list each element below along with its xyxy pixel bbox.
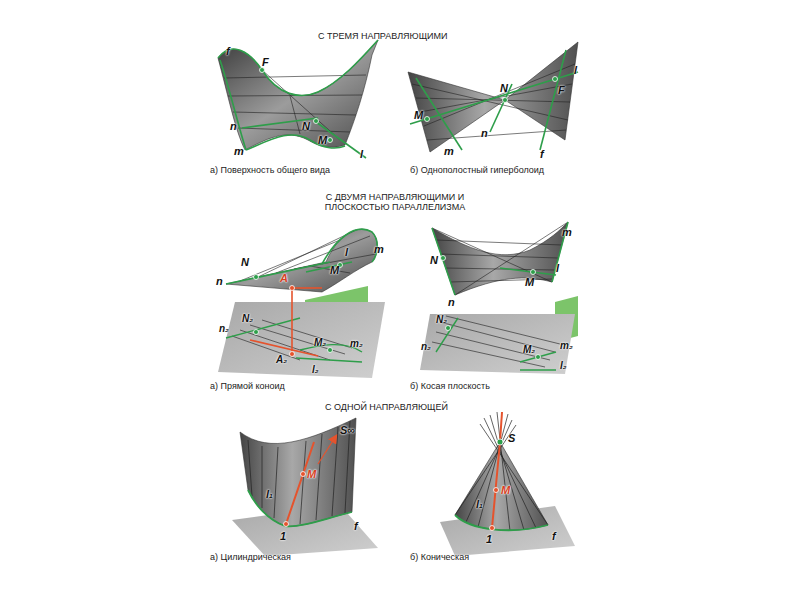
figure-caption: а) Прямой коноид <box>210 382 285 392</box>
projection-label: m₂ <box>560 340 573 351</box>
point-label: M <box>501 484 510 496</box>
point-label: l₁ <box>266 488 273 500</box>
figure-caption: а) Поверхность общего вида <box>210 166 330 176</box>
point-label: F <box>262 56 269 68</box>
point-label: m <box>374 243 384 255</box>
point-label: n <box>230 120 237 132</box>
hyperboloid <box>408 42 578 152</box>
point-label: N <box>500 82 508 94</box>
point-label: A <box>280 272 288 284</box>
point-label: l <box>574 64 577 76</box>
point-label: n <box>216 275 223 287</box>
projection-label: l₂ <box>312 364 319 375</box>
callout-number: 1 <box>280 530 286 542</box>
section-heading: С ДВУМЯ НАПРАВЛЯЮЩИМИ И ПЛОСКОСТЬЮ ПАРАЛ… <box>305 193 485 213</box>
projection-label: M₂ <box>314 337 326 348</box>
projection-label: n₂ <box>219 323 229 334</box>
point-label: f <box>552 530 556 542</box>
point-label: f <box>226 45 230 57</box>
projection-label: m₂ <box>350 338 363 349</box>
point-label: M <box>330 264 339 276</box>
callout-number: 1 <box>486 533 492 545</box>
conical-surface <box>440 412 575 556</box>
cylindrical-surface <box>232 418 378 556</box>
point-label: m <box>234 145 244 157</box>
point-label: M <box>525 276 534 288</box>
projection-label: M₂ <box>523 344 535 355</box>
point-label: m <box>444 145 454 157</box>
point-label: l₁ <box>476 498 483 510</box>
point-label: l <box>360 148 363 160</box>
point-label: S <box>508 432 515 444</box>
projection-label: N₂ <box>242 313 253 324</box>
general-surface <box>218 40 378 158</box>
skew-plane <box>420 222 578 374</box>
point-label: l <box>556 262 559 274</box>
point-label: f <box>354 520 358 532</box>
point-label: N <box>241 256 249 268</box>
point-label: M <box>307 468 316 480</box>
point-label: f <box>540 148 544 160</box>
figure-caption: б) Косая плоскость <box>410 382 490 392</box>
section-heading: С ОДНОЙ НАПРАВЛЯЮЩЕЙ <box>325 403 448 413</box>
point-label: M <box>318 134 327 146</box>
point-label: N <box>430 254 438 266</box>
figure-caption: б) Однополостный гиперболоид <box>410 166 544 176</box>
point-label: N <box>302 120 310 132</box>
projection-label: N₂ <box>436 314 447 325</box>
right-conoid <box>218 229 385 378</box>
projection-label: A₂ <box>276 354 287 365</box>
point-label: n <box>481 127 488 139</box>
projection-label: n₂ <box>421 341 431 352</box>
point-label: n <box>448 296 455 308</box>
figure-caption: б) Коническая <box>410 553 469 563</box>
point-label: m <box>562 226 572 238</box>
point-label: l <box>345 246 348 258</box>
point-label: M <box>414 109 423 121</box>
figure-caption: а) Цилиндрическая <box>210 553 291 563</box>
section-heading: С ТРЕМЯ НАПРАВЛЯЮЩИМИ <box>318 32 448 42</box>
point-label: F <box>558 84 565 96</box>
point-label: S∞ <box>340 424 355 436</box>
projection-label: l₂ <box>560 360 567 371</box>
